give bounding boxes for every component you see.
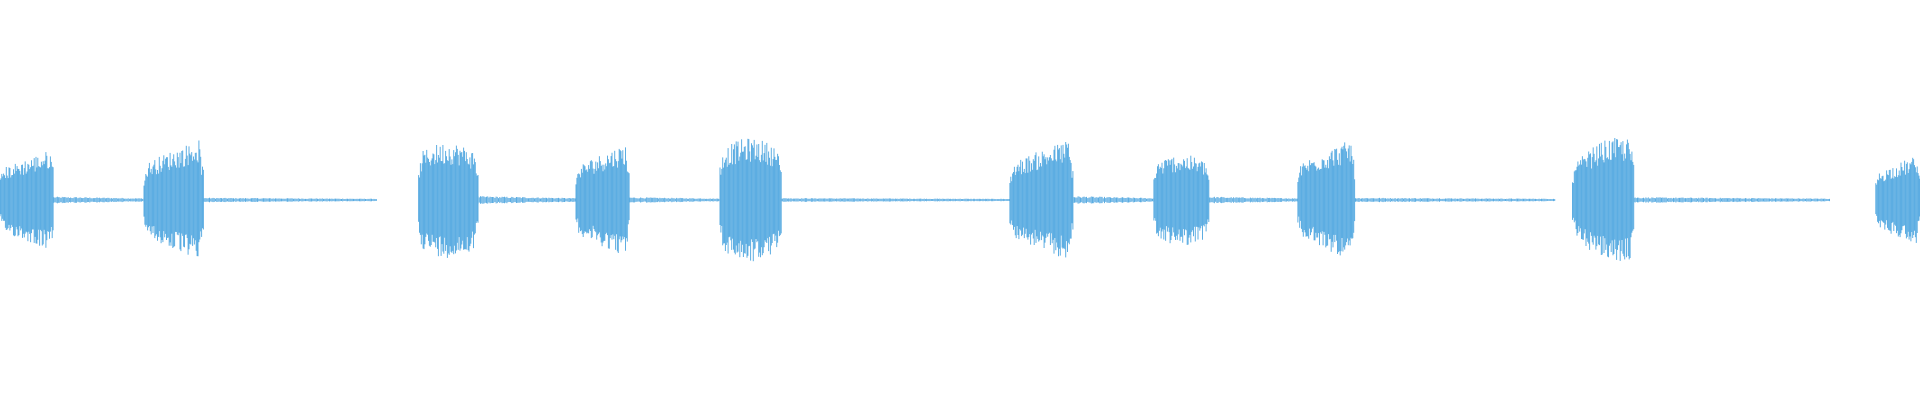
waveform-samples [0,138,1920,262]
